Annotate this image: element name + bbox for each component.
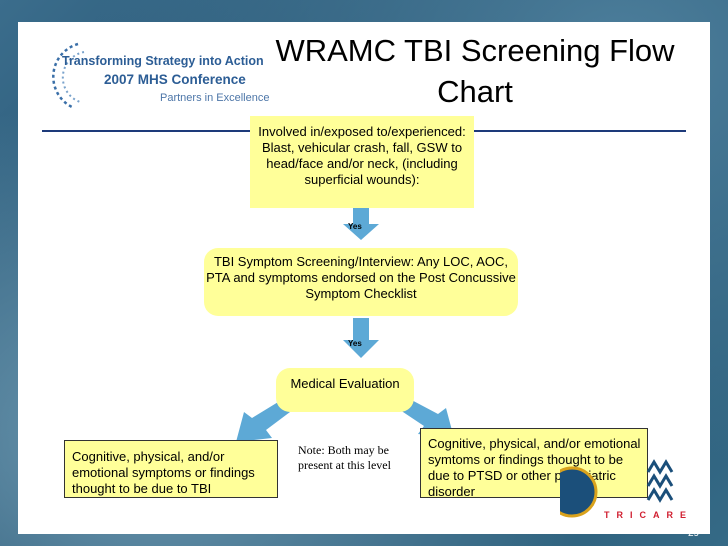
conference-logo bbox=[38, 36, 260, 114]
logo-line-2: 2007 MHS Conference bbox=[104, 72, 246, 87]
tricare-wordmark: TRICARE bbox=[604, 510, 693, 520]
logo-line-3: Partners in Excellence bbox=[160, 92, 270, 104]
conference-arc-icon bbox=[52, 42, 85, 110]
tbi-outcome-box: Cognitive, physical, and/or emotional sy… bbox=[64, 440, 278, 498]
page-number: 29 bbox=[688, 528, 700, 539]
medical-evaluation-box: Medical Evaluation bbox=[276, 368, 414, 412]
down-arrow-2 bbox=[343, 318, 379, 358]
tricare-emblem-icon bbox=[560, 459, 674, 518]
divider-left bbox=[42, 130, 252, 132]
slide-title: WRAMC TBI Screening Flow Chart bbox=[275, 33, 675, 109]
screening-box: TBI Symptom Screening/Interview: Any LOC… bbox=[204, 248, 518, 316]
logo-line-1: Transforming Strategy into Action bbox=[62, 54, 264, 68]
exposure-box: Involved in/exposed to/experienced: Blas… bbox=[250, 116, 474, 208]
down-arrow-1 bbox=[343, 206, 379, 240]
divider-right bbox=[470, 130, 686, 132]
note-text: Note: Both may be present at this level bbox=[298, 443, 391, 472]
yes-label-1: Yes bbox=[348, 222, 362, 231]
yes-label-2: Yes bbox=[348, 339, 362, 348]
